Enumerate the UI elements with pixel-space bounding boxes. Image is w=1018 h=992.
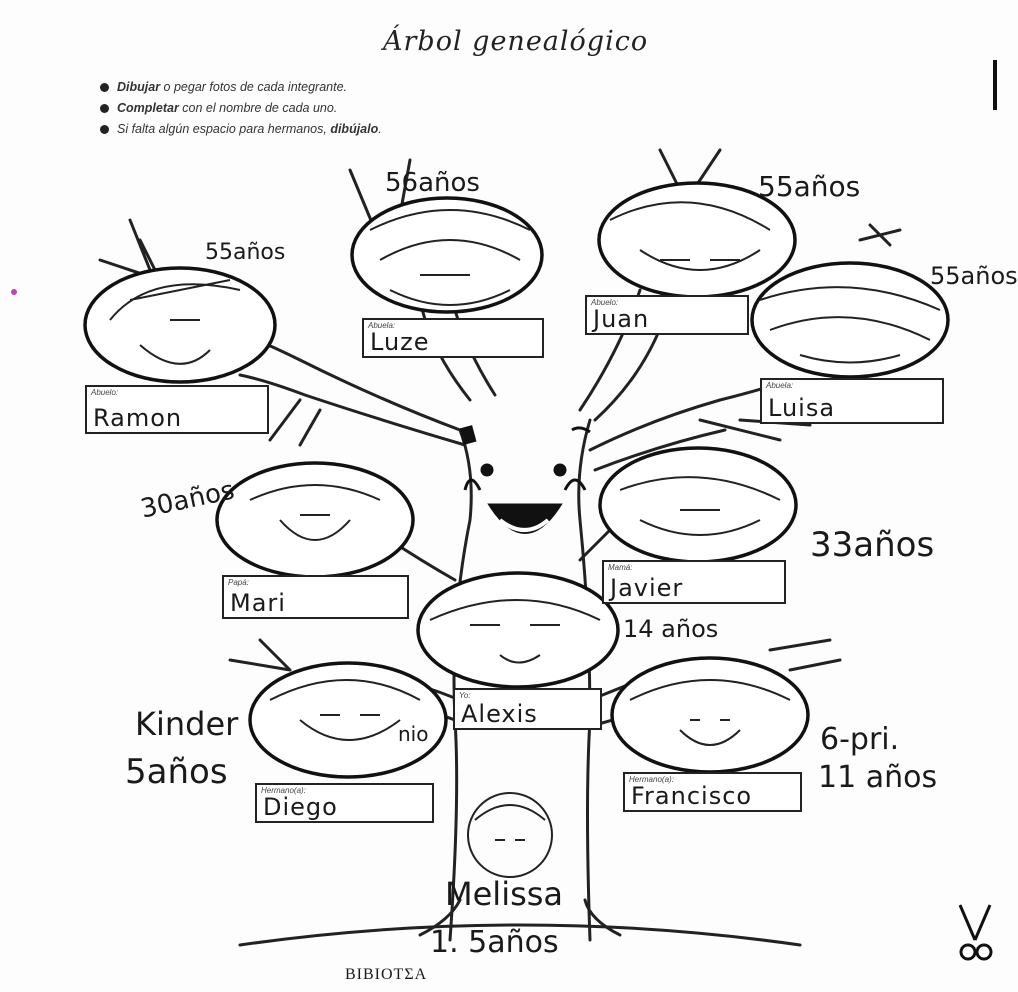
- note-hermano-1: nio: [398, 722, 428, 746]
- age-abuelo-1: 55años: [205, 240, 285, 265]
- namebox-abuela-1: Abuela: Luze: [362, 318, 544, 358]
- age-mama: 33años: [810, 525, 934, 565]
- age-hermano-2: 11 años: [818, 760, 937, 795]
- grade-hermano-2: 6-pri.: [820, 722, 899, 757]
- age-yo: 14 años: [623, 615, 718, 643]
- name-bebe: Melissa: [445, 875, 563, 913]
- age-hermano-1: 5años: [125, 752, 228, 792]
- namebox-abuelo-1: Abuelo: Ramon: [85, 385, 269, 434]
- scissors-icon: [960, 905, 991, 959]
- portrait-hermano-2: [612, 658, 808, 772]
- portrait-mama: [600, 448, 796, 562]
- namebox-abuelo-2: Abuelo: Juan: [585, 295, 749, 335]
- namebox-mama: Mamá: Javier: [602, 560, 786, 604]
- namebox-papa: Papá: Mari: [222, 575, 409, 619]
- age-abuela-1: 56años: [385, 168, 480, 198]
- portrait-abuela-2: [752, 263, 948, 377]
- age-bebe: 1. 5años: [430, 925, 559, 960]
- namebox-hermano-1: Hermano(a): Diego: [255, 783, 434, 823]
- age-abuelo-2: 55años: [758, 170, 860, 203]
- footer-text: ΒΙΒΙΟΤΣΑ: [345, 966, 427, 984]
- portrait-yo: [418, 573, 618, 687]
- trunk-right: [579, 420, 590, 940]
- portrait-papa: [217, 463, 413, 577]
- trunk-left: [450, 430, 471, 940]
- stray-mark: [11, 289, 17, 295]
- age-abuela-2: 55años: [930, 262, 1018, 290]
- namebox-yo: Yo: Alexis: [453, 688, 602, 730]
- grade-hermano-1: Kinder: [135, 705, 238, 743]
- portrait-abuela-1: [352, 198, 542, 312]
- namebox-abuela-2: Abuela: Luisa: [760, 378, 944, 424]
- namebox-hermano-2: Hermano(a): Francisco: [623, 772, 802, 812]
